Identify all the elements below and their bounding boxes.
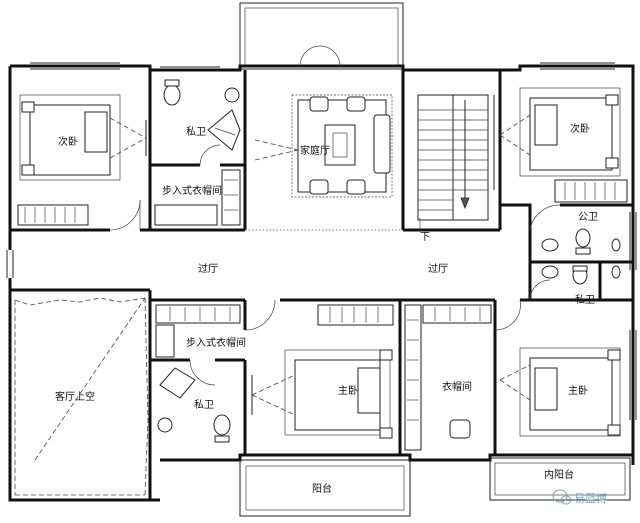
label-living-void: 客厅上空 — [55, 390, 95, 403]
watermark-text: 易蓝博 — [574, 492, 607, 505]
wechat-icon — [552, 489, 572, 505]
windows — [6, 62, 637, 420]
label-balcony: 阳台 — [312, 482, 332, 495]
label-private-bath-top: 私卫 — [186, 126, 206, 138]
label-secondary-bedroom-left: 次卧 — [58, 135, 78, 148]
label-public-bath: 公卫 — [578, 212, 598, 223]
right-master-furniture — [499, 347, 621, 437]
label-secondary-bedroom-right: 次卧 — [570, 122, 590, 135]
top-balcony — [239, 2, 404, 70]
label-master-bedroom-center: 主卧 — [338, 384, 358, 397]
top-bath-fixtures — [154, 79, 241, 226]
label-walkin-closet-bottom: 步入式衣帽间 — [186, 336, 246, 349]
label-walkin-closet-top: 步入式衣帽间 — [162, 184, 222, 197]
bottom-balcony — [239, 457, 631, 517]
lower-closet-bath — [155, 304, 241, 443]
label-stair-down: 下 — [420, 232, 430, 243]
staircase — [417, 94, 489, 232]
label-private-bath-bottom: 私卫 — [194, 399, 214, 411]
center-master-furniture — [251, 304, 394, 439]
label-private-bath-right: 私卫 — [575, 294, 595, 306]
label-corridor-right: 过厅 — [428, 262, 448, 275]
watermark: 易蓝博 — [552, 489, 607, 505]
label-corridor-left: 过厅 — [198, 262, 218, 275]
doors — [109, 45, 561, 386]
label-closet: 衣帽间 — [442, 380, 472, 393]
interior-walls — [10, 66, 633, 500]
closet-room-furniture — [404, 304, 492, 451]
right-bedroom-furniture — [499, 87, 628, 203]
left-bedroom-furniture — [17, 94, 147, 226]
living-void — [14, 297, 149, 496]
right-bath-fixtures — [541, 228, 621, 285]
label-family-hall: 家庭厅 — [300, 144, 330, 157]
label-inner-balcony: 内阳台 — [544, 468, 574, 481]
room-labels: 次卧 私卫 步入式衣帽间 家庭厅 次卧 公卫 私卫 过厅 过厅 下 客厅上空 步… — [55, 122, 598, 495]
family-hall-furniture — [254, 94, 393, 198]
label-master-bedroom-right: 主卧 — [568, 384, 588, 397]
